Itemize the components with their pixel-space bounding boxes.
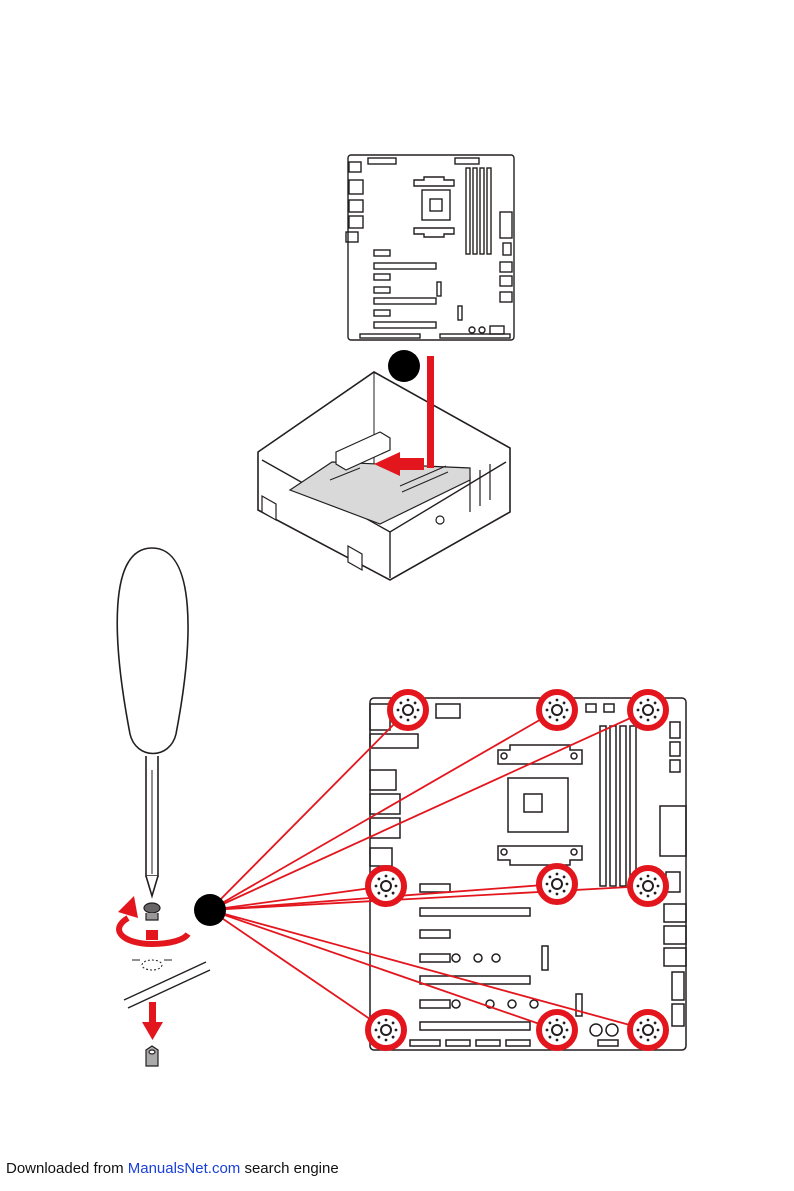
down-arrow-icon [142,1002,163,1040]
mounting-hole-marker [630,868,666,904]
mounting-hole-marker [368,868,404,904]
step-1-marker [388,350,420,382]
mounting-hole-marker [539,866,575,902]
mounting-hole-marker [368,1012,404,1048]
footer-prefix: Downloaded from [6,1160,128,1177]
mounting-hole-marker [539,692,575,728]
step-2-marker [194,894,226,926]
mounting-hole-marker [630,1012,666,1048]
footer-suffix: search engine [240,1160,338,1177]
screw-icon [144,903,160,920]
pc-case-drawing [258,372,510,580]
manualsnet-link[interactable]: ManualsNet.com [128,1160,241,1177]
mounting-hole-marker [630,692,666,728]
standoff-icon [146,1046,158,1066]
footer-text: Downloaded from ManualsNet.com search en… [6,1160,339,1177]
motherboard-small-diagram [346,155,514,340]
screwdriver-icon [117,548,188,896]
mounting-hole-marker [390,692,426,728]
mounting-hole-marker [539,1012,575,1048]
